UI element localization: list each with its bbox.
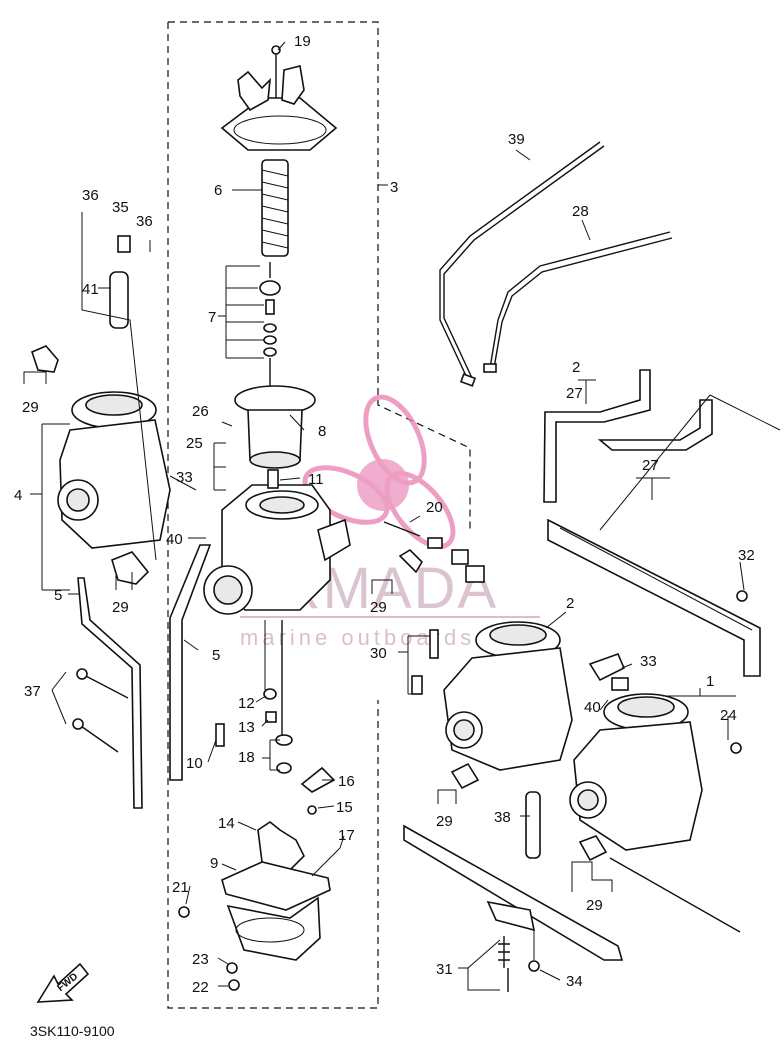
linkage-20	[383, 521, 485, 583]
callout-labels: 19 6 3 7 8 36 35 36 41 29 26 25 33 11 4 …	[14, 33, 755, 996]
callout-10: 10	[186, 755, 203, 772]
callout-40-left: 40	[166, 531, 183, 548]
callout-21: 21	[172, 879, 189, 896]
callout-32: 32	[738, 547, 755, 564]
vent-hoses-27	[543, 369, 713, 503]
watermark-logo	[302, 394, 456, 550]
callout-16: 16	[338, 773, 355, 790]
leader-frame-b	[709, 394, 781, 431]
left-carb-4	[31, 235, 171, 585]
callout-36-right: 36	[136, 213, 153, 230]
callout-29-d: 29	[436, 813, 453, 830]
carb-lower-parts	[215, 620, 336, 815]
callout-6: 6	[214, 182, 222, 199]
callout-27-top: 27	[566, 385, 583, 402]
callout-37: 37	[24, 683, 41, 700]
callout-33-left: 33	[176, 469, 193, 486]
callout-20: 20	[426, 499, 443, 516]
piston-8	[234, 385, 316, 469]
callout-5-left: 5	[54, 587, 62, 604]
callout-33-right: 33	[640, 653, 657, 670]
callout-40-right: 40	[584, 699, 601, 716]
callout-3: 3	[390, 179, 398, 196]
callout-18: 18	[238, 749, 255, 766]
callout-2-mid: 2	[566, 595, 574, 612]
needle-parts-7	[259, 262, 281, 395]
callout-4: 4	[14, 487, 22, 504]
callout-24: 24	[720, 707, 737, 724]
callout-31: 31	[436, 961, 453, 978]
leader-lines	[23, 41, 745, 991]
callout-13: 13	[238, 719, 255, 736]
callout-14: 14	[218, 815, 235, 832]
callout-17: 17	[338, 827, 355, 844]
callout-7: 7	[208, 309, 216, 326]
float-bowl-9	[178, 821, 341, 991]
callout-2-top: 2	[572, 359, 580, 376]
callout-9: 9	[210, 855, 218, 872]
callout-25: 25	[186, 435, 203, 452]
fwd-arrow-icon	[36, 962, 90, 1003]
carb-1	[569, 590, 748, 933]
callout-8: 8	[318, 423, 326, 440]
callout-27-lower: 27	[642, 457, 659, 474]
spring-6	[261, 159, 289, 257]
watermark-subtitle: marine outboards	[240, 625, 475, 650]
hose-5-left	[77, 577, 143, 809]
assembly-3-boundary	[167, 21, 471, 1009]
callout-29-c: 29	[370, 599, 387, 616]
carb-body-center	[203, 469, 351, 615]
callout-36-left: 36	[82, 187, 99, 204]
callout-35: 35	[112, 199, 129, 216]
carb-top-cap	[220, 45, 338, 151]
callout-11: 11	[308, 471, 324, 488]
callout-30: 30	[370, 645, 387, 662]
carb-2	[398, 548, 573, 859]
part-code: 3SK110-9100	[30, 1023, 115, 1039]
callout-41: 41	[82, 281, 99, 298]
leader-frame	[599, 394, 711, 531]
callout-29-a: 29	[22, 399, 39, 416]
callout-26: 26	[192, 403, 209, 420]
screws-37	[72, 668, 129, 753]
callout-12: 12	[238, 695, 255, 712]
mount-bar-upper	[547, 518, 761, 677]
callout-28: 28	[572, 203, 589, 220]
callout-38: 38	[494, 809, 511, 826]
mount-bar-lower	[403, 824, 624, 992]
callout-1: 1	[706, 673, 714, 690]
callout-5-center: 5	[212, 647, 220, 664]
throttle-cables	[439, 141, 673, 387]
callout-29-b: 29	[112, 599, 129, 616]
callout-22: 22	[192, 979, 209, 996]
hose-5-center	[169, 544, 212, 781]
callout-15: 15	[336, 799, 353, 816]
callout-29-e: 29	[586, 897, 603, 914]
callout-34: 34	[566, 973, 583, 990]
callout-23: 23	[192, 951, 209, 968]
callout-19: 19	[294, 33, 311, 50]
callout-39: 39	[508, 131, 525, 148]
